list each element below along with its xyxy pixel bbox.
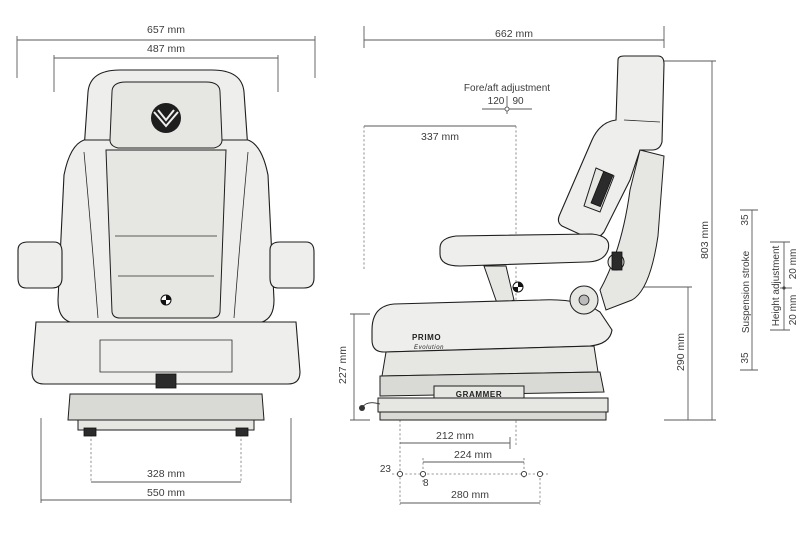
model-label: PRIMO bbox=[412, 333, 441, 342]
fore-aft-back: 120 bbox=[488, 96, 505, 107]
dim-base-width: 550 mm bbox=[147, 487, 185, 499]
suspension-diagram: 35 Suspension stroke 35 Height adjustmen… bbox=[740, 209, 799, 371]
height-bottom: 20 mm bbox=[788, 295, 799, 326]
brand-label: GRAMMER bbox=[456, 390, 502, 399]
dim-rail-step: 8 bbox=[423, 478, 429, 489]
dim-overall-depth: 662 mm bbox=[495, 28, 533, 40]
dim-sip-to-back: 337 mm bbox=[421, 131, 459, 143]
front-view-dimensions: 657 mm 487 mm 328 mm 550 mm bbox=[16, 24, 316, 503]
height-top: 20 mm bbox=[788, 249, 799, 280]
dim-overall-height: 803 mm bbox=[699, 221, 711, 259]
dim-overall-width: 657 mm bbox=[147, 24, 185, 36]
dim-rail-length-2: 224 mm bbox=[454, 449, 492, 461]
fore-aft-forward: 90 bbox=[512, 96, 524, 107]
model-sub-label: Evolution bbox=[414, 345, 444, 351]
stroke-top: 35 bbox=[740, 214, 751, 226]
dim-rail-total: 280 mm bbox=[451, 489, 489, 501]
stroke-bottom: 35 bbox=[740, 352, 751, 364]
height-label: Height adjustment bbox=[771, 245, 782, 326]
dim-backrest-width: 487 mm bbox=[147, 43, 185, 55]
dim-rail-length-1: 212 mm bbox=[436, 430, 474, 442]
dim-suspension-height: 227 mm bbox=[337, 346, 349, 384]
stroke-label: Suspension stroke bbox=[741, 250, 752, 333]
dim-rail-offset: 23 bbox=[380, 464, 392, 475]
seat-side-view: PRIMO Evolution GRAMMER bbox=[359, 55, 665, 421]
fore-aft-title: Fore/aft adjustment bbox=[464, 83, 550, 94]
seat-front-view bbox=[17, 69, 315, 437]
dim-sip-height: 290 mm bbox=[675, 333, 687, 371]
side-view-dimensions: 662 mm Fore/aft adjustment 120 90 337 mm… bbox=[337, 26, 716, 505]
dim-mount-spacing: 328 mm bbox=[147, 468, 185, 480]
